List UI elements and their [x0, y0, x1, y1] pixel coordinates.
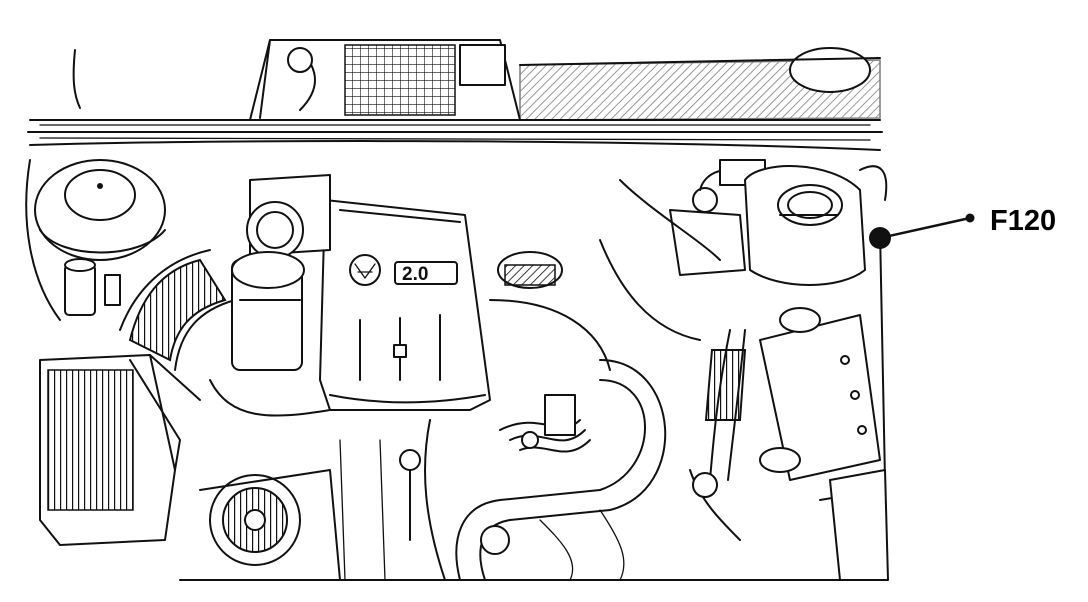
throttle-body: [209, 174, 331, 417]
front-crossmember: [179, 439, 881, 581]
ignition-wires: [399, 394, 591, 555]
alternator: [199, 469, 341, 581]
left-reservoir: [25, 159, 166, 321]
leader-end-dot: [965, 213, 975, 223]
callout-label: F120: [990, 205, 1056, 237]
air-cleaner-box: [39, 354, 201, 546]
leader-line: [879, 216, 971, 240]
battery: [759, 307, 881, 481]
oil-filler-cap: [489, 251, 611, 371]
right-fender: [819, 165, 889, 581]
intake-plenum: [249, 39, 521, 121]
engine-badge: 2.0: [402, 264, 428, 285]
coolant-expansion-tank: [744, 165, 866, 286]
f120-callout: F120: [869, 205, 1056, 249]
hood-cowl: [27, 47, 883, 151]
right-hoses: [599, 179, 747, 541]
intake-hose: [119, 249, 236, 371]
valve-cover: 2.0: [319, 199, 491, 411]
